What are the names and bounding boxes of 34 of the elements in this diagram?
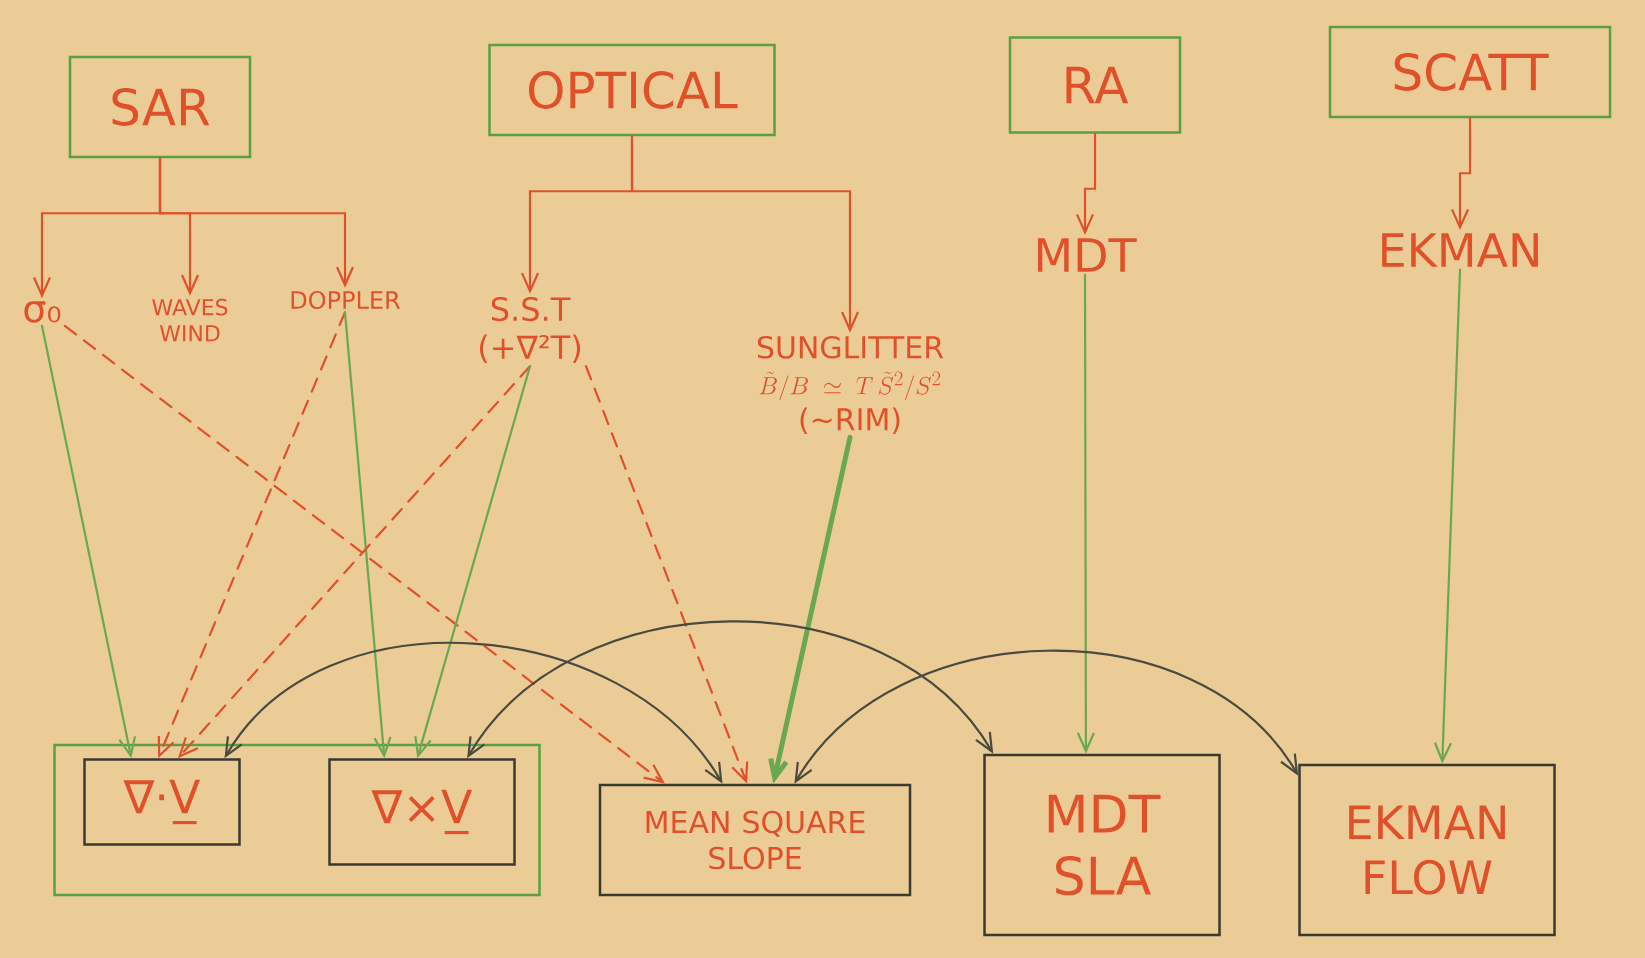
arrow [343, 311, 392, 759]
output-box: ∇·V̲ [83, 758, 241, 846]
output-box: MEAN SQUARE SLOPE [598, 783, 912, 897]
text-label: EKMAN [1382, 233, 1538, 267]
text-label: σ₀ [24, 301, 61, 323]
output-box: EKMAN FLOW [1298, 763, 1556, 937]
sensor-box: SCATT [1328, 25, 1612, 119]
arrow [157, 311, 347, 759]
sensor-box: OPTICAL [488, 43, 776, 137]
group-box [53, 743, 541, 897]
arrow [414, 365, 532, 759]
text-label: S.S.T (+∇²T) [480, 297, 581, 363]
arrow [1076, 273, 1095, 754]
text-label: MDT [1037, 238, 1137, 272]
output-box: MDT SLA [983, 753, 1221, 937]
sensor-box: SAR [68, 55, 252, 159]
arrow [768, 434, 853, 784]
arrow [63, 324, 665, 784]
output-box: ∇×V̲ [328, 758, 516, 866]
arrow [224, 642, 723, 784]
arrow [1433, 268, 1462, 764]
arrow [158, 157, 354, 288]
arrow [1076, 132, 1097, 236]
arrow [40, 324, 137, 759]
text-label: DOPPLER [291, 290, 401, 310]
arrow [794, 649, 1299, 784]
arrow [467, 620, 994, 759]
arrow [1451, 117, 1472, 231]
text-label: WAVES WIND [152, 298, 228, 342]
arrow [630, 135, 859, 333]
arrow [584, 365, 749, 784]
text-label: SUNGLITTER $\tilde{B}/B \simeq T\,\tilde{S}^{2}/S^{2}$ (~RIM) [757, 335, 944, 435]
sensor-box: RA [1008, 36, 1182, 134]
arrow [177, 365, 532, 759]
